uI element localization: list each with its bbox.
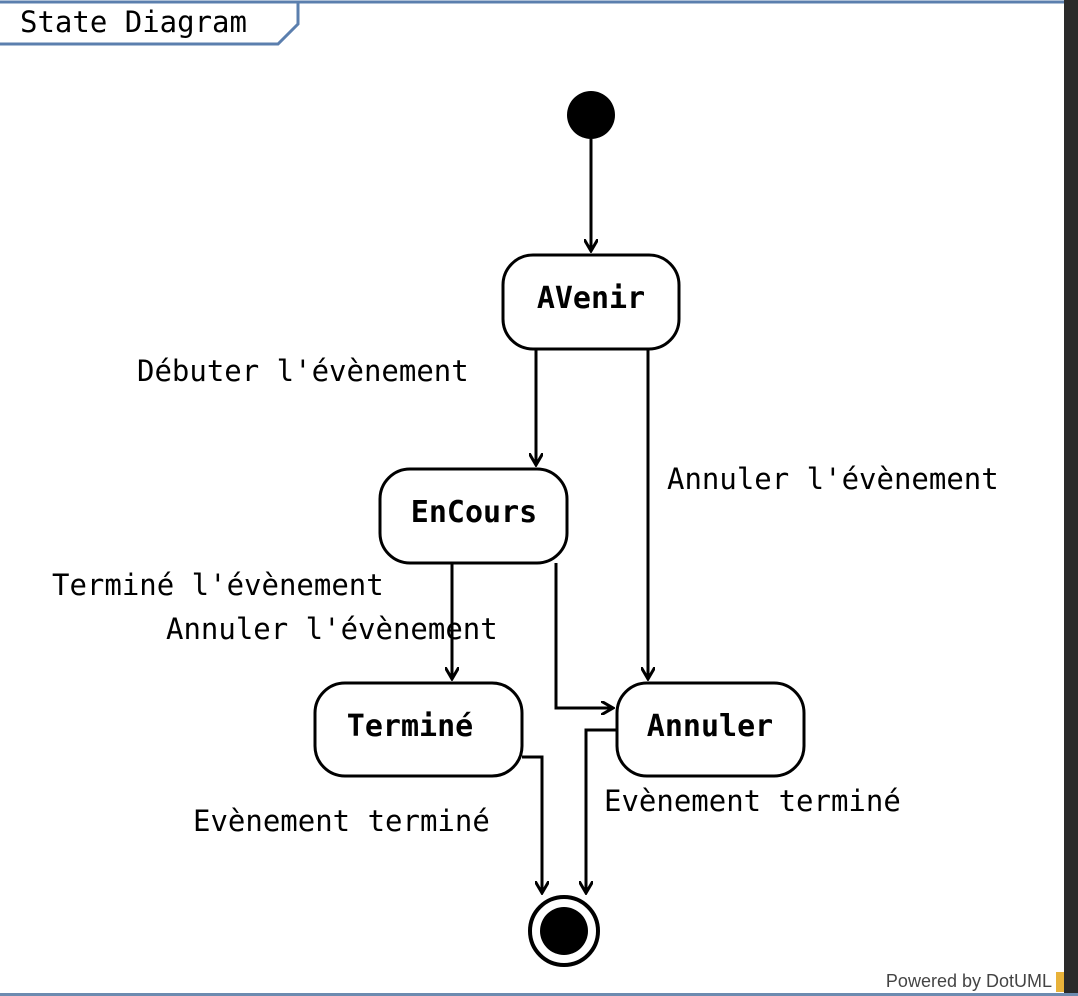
- frame-title: State Diagram: [20, 5, 247, 39]
- edge-termine-to-final: [522, 755, 542, 893]
- edge-encours-to-annuler: [554, 563, 613, 708]
- label-evenement-termine-left: Evènement terminé: [193, 804, 490, 838]
- label-annuler-evenement-from-encours: Annuler l'évènement: [166, 612, 498, 646]
- state-annuler-label: Annuler: [647, 709, 773, 744]
- bottom-border: [0, 993, 1078, 996]
- diagram-frame: State Diagram: [0, 0, 1064, 46]
- initial-state: [567, 91, 615, 139]
- state-termine[interactable]: Terminé: [313, 681, 524, 778]
- watermark: Powered by DotUML: [885, 971, 1052, 991]
- final-state: [528, 895, 600, 967]
- dotuml-logo-icon: [1056, 972, 1064, 992]
- state-avenir[interactable]: AVenir: [501, 253, 681, 351]
- state-encours-label: EnCours: [411, 495, 537, 530]
- window-edge: [1064, 0, 1078, 996]
- state-encours[interactable]: EnCours: [378, 467, 569, 565]
- label-evenement-termine-right: Evènement terminé: [604, 784, 901, 818]
- edge-annuler-to-final: [586, 728, 617, 893]
- label-termine-evenement: Terminé l'évènement: [52, 568, 384, 602]
- state-avenir-label: AVenir: [537, 281, 645, 316]
- label-annuler-evenement-from-avenir: Annuler l'évènement: [667, 462, 999, 496]
- state-annuler[interactable]: Annuler: [615, 681, 806, 778]
- state-termine-label: Terminé: [347, 709, 473, 744]
- label-debuter-evenement: Débuter l'évènement: [137, 354, 469, 388]
